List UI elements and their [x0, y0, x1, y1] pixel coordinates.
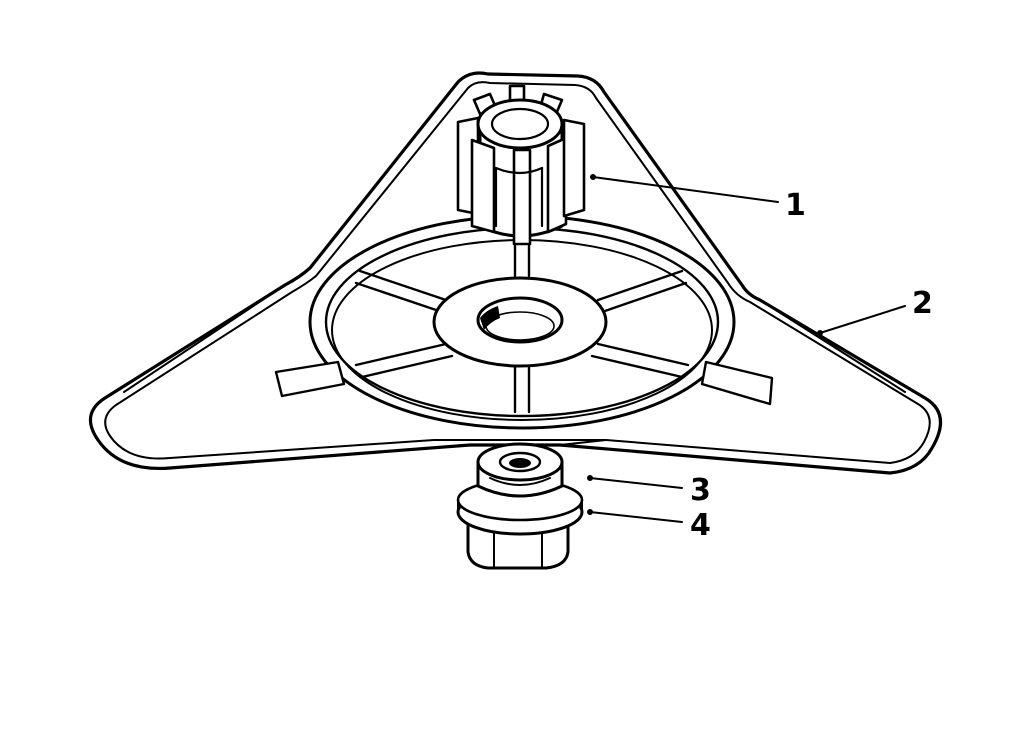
- bevel-line-left: [123, 284, 286, 393]
- hub-step: [494, 166, 544, 175]
- callout-2: 2: [912, 286, 933, 321]
- bevel-line-right: [759, 299, 906, 393]
- spoke-lower-right: [590, 342, 690, 379]
- washer-bore: [498, 451, 542, 473]
- splined-hub: [456, 84, 586, 246]
- hub-inner-wall: [494, 166, 544, 228]
- leader-line-3: [589, 477, 683, 489]
- callout-1: 1: [785, 188, 806, 223]
- leader-line-2: [819, 305, 906, 334]
- washer-groove: [489, 477, 551, 486]
- leader-line-1: [592, 176, 779, 203]
- hub-rib-2: [470, 138, 496, 234]
- hub-top-face: [476, 98, 564, 150]
- washer-bore-shadow: [509, 458, 531, 468]
- center-hole: [476, 296, 564, 344]
- tab-left: [274, 360, 346, 398]
- callout-3: 3: [690, 473, 711, 508]
- hub-rib-4: [546, 136, 568, 234]
- hole-shadow: [480, 306, 500, 330]
- nut-assembly: [456, 442, 584, 570]
- leader-line-4: [589, 511, 683, 523]
- hub-bore: [490, 107, 550, 141]
- hub-rib-3: [512, 148, 532, 246]
- plate-ring: [274, 214, 774, 430]
- spoke-upper-left: [354, 269, 448, 314]
- center-boss: [432, 276, 608, 368]
- callout-numbers: 1 2 3 4: [690, 188, 933, 543]
- spoke-lower-left: [354, 342, 454, 379]
- bevel-join: [559, 439, 607, 446]
- blade-inner-edge: [104, 81, 931, 464]
- hub-rib-5: [562, 118, 586, 218]
- flange-edge: [457, 499, 583, 513]
- tab-right: [700, 360, 774, 406]
- spoke-upper-right: [596, 269, 688, 314]
- hole-inner: [485, 311, 555, 341]
- callout-4: 4: [690, 508, 711, 543]
- spoke-bottom: [513, 364, 531, 414]
- spoke-top: [513, 244, 531, 278]
- leader-lines: [587, 174, 906, 523]
- ring-spokes: [354, 244, 690, 414]
